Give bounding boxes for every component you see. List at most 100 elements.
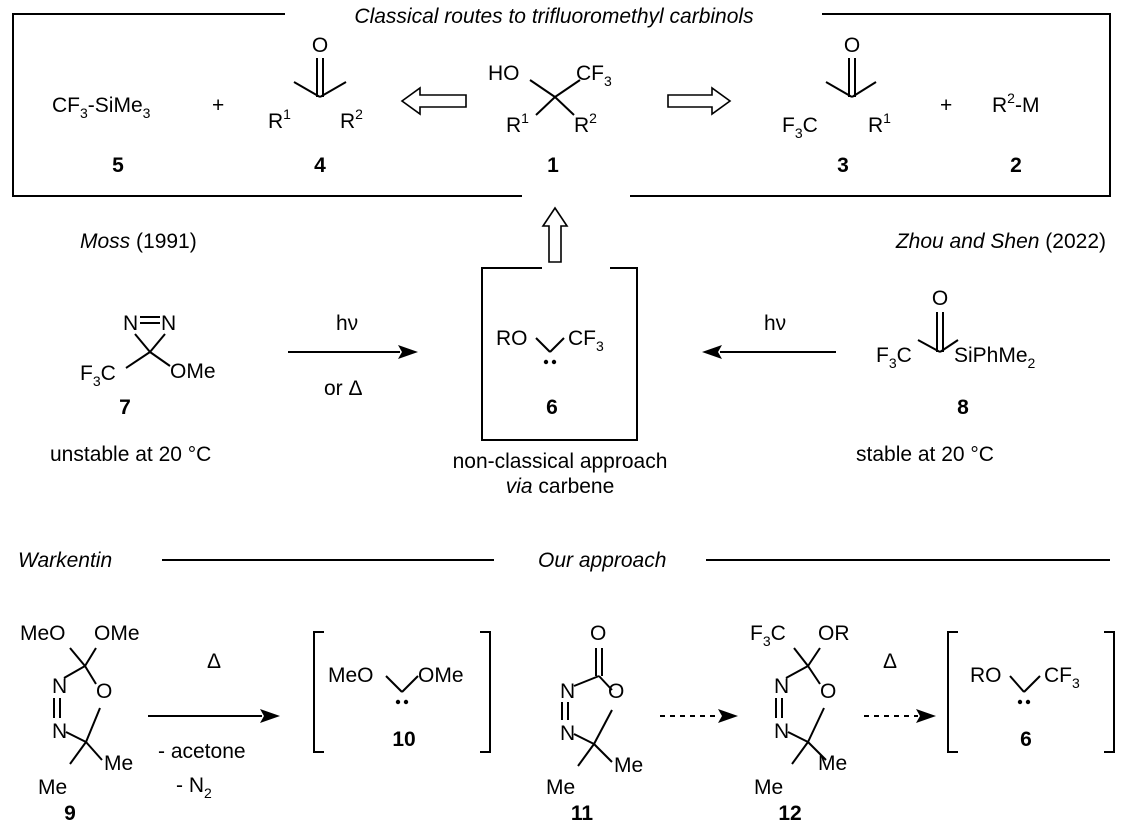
compound-label-6: 6	[1020, 728, 1032, 751]
cf3-simes3-label: CF3-SiMe3	[52, 94, 151, 121]
nonclassical-note: non-classical approach	[453, 450, 668, 473]
compound-8: O F3C SiPhMe2 8 stable at 20 °C	[856, 287, 1036, 466]
compound-label-6: 6	[546, 396, 558, 419]
compound-1: HO CF3 R1 R2 1	[488, 62, 612, 177]
dashed-arrow-12-to-6: Δ	[864, 650, 936, 723]
compound-11: O N N O Me Me 11	[546, 622, 643, 825]
or-delta-condition: or Δ	[324, 377, 363, 400]
compound-5: CF3-SiMe3 5	[52, 94, 151, 177]
f3c-label: F3C	[750, 622, 786, 649]
compound-label-7: 7	[119, 396, 131, 419]
cf3-label: CF3	[568, 327, 604, 354]
r2-label: R2	[340, 106, 363, 133]
me-label: Me	[754, 776, 783, 799]
me-label: Me	[38, 776, 67, 799]
reaction-arrow-7-to-6: hν or Δ	[288, 312, 418, 400]
compound-label-4: 4	[314, 154, 326, 177]
bottom-headers: Warkentin Our approach	[18, 549, 1110, 572]
reaction-arrow-8-to-6: hν	[702, 312, 836, 359]
hv-condition: hν	[336, 312, 358, 335]
unstable-note: unstable at 20 °C	[50, 443, 211, 466]
compound-2: R2-M 2	[992, 90, 1039, 177]
ro-label: RO	[496, 327, 528, 350]
compound-10: MeO OMe 10	[313, 631, 491, 753]
compound-12: F3C OR N N O Me Me 12	[750, 622, 850, 825]
cf3-label: CF3	[1044, 664, 1080, 691]
ro-label: RO	[970, 664, 1002, 687]
nitrogen-label: N	[774, 720, 789, 743]
oxygen-label: O	[590, 622, 606, 645]
compound-label-9: 9	[64, 802, 76, 825]
via-carbene-note: via carbene	[506, 475, 615, 498]
cf3-label: CF3	[576, 62, 612, 89]
or-label: OR	[818, 622, 850, 645]
me-label: Me	[614, 754, 643, 777]
retro-arrow-up	[541, 206, 569, 263]
carbene-box	[481, 206, 638, 441]
minus-acetone-condition: - acetone	[158, 740, 246, 763]
oxygen-label: O	[820, 680, 836, 703]
compound-3: O F3C R1 3	[782, 34, 891, 177]
nitrogen-label: N	[560, 680, 575, 703]
delta-condition: Δ	[883, 650, 897, 673]
compound-label-1: 1	[547, 154, 559, 177]
compound-7: N N F3C OMe 7 unstable at 20 °C	[50, 312, 216, 466]
compound-label-3: 3	[837, 154, 849, 177]
zhou-shen-header: Zhou and Shen (2022)	[895, 230, 1106, 253]
compound-label-10: 10	[392, 728, 415, 751]
f3c-label: F3C	[782, 114, 818, 141]
nitrogen-label: N	[123, 312, 138, 335]
oxygen-label: O	[932, 287, 948, 310]
compound-label-2: 2	[1010, 154, 1022, 177]
ome-label: OMe	[418, 664, 464, 687]
ho-label: HO	[488, 62, 520, 85]
compound-6: RO CF3 6	[496, 327, 604, 419]
hv-condition: hν	[764, 312, 786, 335]
f3c-label: F3C	[876, 344, 912, 371]
f3c-label: F3C	[80, 362, 116, 389]
r2-label: R2	[574, 110, 597, 137]
siphme2-label: SiPhMe2	[954, 344, 1036, 371]
ome-label: OMe	[94, 622, 140, 645]
compound-label-12: 12	[778, 802, 801, 825]
oxygen-label: O	[608, 680, 624, 703]
compound-label-11: 11	[571, 802, 594, 825]
nitrogen-label: N	[774, 675, 789, 698]
retro-arrow-left	[400, 86, 467, 116]
nitrogen-label: N	[52, 675, 67, 698]
our-approach-header: Our approach	[538, 549, 666, 572]
r1-label: R1	[268, 106, 291, 133]
classical-routes-title: Classical routes to trifluoromethyl carb…	[354, 5, 754, 28]
delta-condition: Δ	[207, 650, 221, 673]
moss-header: Moss (1991)	[80, 230, 197, 253]
compound-4: O R1 R2 4	[268, 34, 363, 177]
classical-routes-box: Classical routes to trifluoromethyl carb…	[12, 5, 1111, 197]
stable-note: stable at 20 °C	[856, 443, 994, 466]
oxygen-label: O	[96, 680, 112, 703]
compound-label-5: 5	[112, 154, 124, 177]
oxygen-label: O	[312, 34, 328, 57]
me-label: Me	[546, 776, 575, 799]
plus-sign: +	[212, 94, 224, 117]
r1-label: R1	[506, 110, 529, 137]
nitrogen-label: N	[52, 720, 67, 743]
ome-label: OMe	[170, 360, 216, 383]
meo-label: MeO	[328, 664, 374, 687]
retro-arrow-right	[667, 86, 732, 116]
r2m-label: R2-M	[992, 90, 1039, 117]
compound-6-bracketed: RO CF3 6	[947, 631, 1115, 753]
reaction-arrow-9-to-10: Δ - acetone - N2	[148, 650, 280, 801]
r1-label: R1	[868, 110, 891, 137]
compound-label-8: 8	[957, 396, 969, 419]
oxygen-label: O	[844, 34, 860, 57]
dashed-arrow-11-to-12	[660, 709, 738, 723]
compound-9: MeO OMe N N O Me Me 9	[20, 622, 140, 825]
nitrogen-label: N	[161, 312, 176, 335]
plus-sign: +	[940, 94, 952, 117]
nitrogen-label: N	[560, 722, 575, 745]
warkentin-header: Warkentin	[18, 549, 112, 572]
me-label: Me	[104, 752, 133, 775]
meo-label: MeO	[20, 622, 66, 645]
minus-n2-condition: - N2	[176, 774, 212, 801]
